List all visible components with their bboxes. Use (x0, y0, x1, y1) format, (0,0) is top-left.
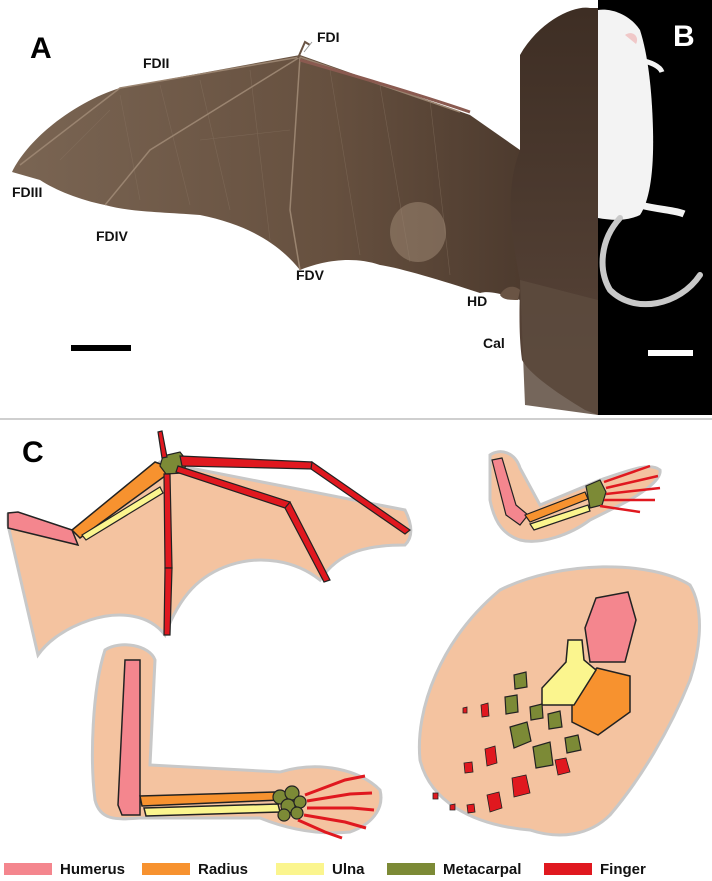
mouse-large-fingers (297, 774, 375, 840)
mouse-forelimb-small (488, 450, 662, 543)
panel-b-letter: B (673, 20, 695, 53)
thumb-claw (297, 40, 311, 59)
legend-item-finger: Finger (544, 858, 646, 880)
mouse-small-fingers (599, 464, 661, 514)
bat-wing-membrane (12, 55, 545, 300)
membrane-texture (59, 69, 451, 276)
closeup-metacarpals (504, 671, 582, 769)
bat-humerus (7, 511, 80, 547)
mouse-tail (599, 215, 703, 308)
legend-item-ulna: Ulna (276, 858, 365, 880)
panel-c-letter: C (22, 436, 44, 469)
carpal-closeup (417, 565, 701, 837)
mouse-foreleg (639, 57, 665, 74)
mouse-body (598, 9, 654, 220)
legend-label-finger: Finger (600, 860, 646, 878)
mouse-small-carpals (585, 479, 607, 509)
forearm-vein (299, 58, 471, 114)
legend-item-metacarpal: Metacarpal (387, 858, 521, 880)
legend-swatch-ulna (276, 863, 324, 875)
bat-ulna (81, 486, 164, 541)
legend-swatch-radius (142, 863, 190, 875)
panel-a: A FDI FDII FDIII FDIV FDV HD Cal (12, 7, 598, 415)
closeup-ulna (541, 639, 597, 706)
mouse-small-ulna (529, 504, 591, 531)
legend-label-ulna: Ulna (332, 860, 365, 878)
bat-hindlimb (520, 280, 598, 415)
legend-item-humerus: Humerus (4, 858, 125, 880)
panel-a-letter: A (30, 32, 52, 65)
scale-bar-a (71, 345, 131, 351)
label-fdv: FDV (296, 267, 325, 283)
label-hd: HD (467, 293, 487, 309)
label-fdi: FDI (317, 29, 340, 45)
hind-foot (500, 286, 520, 300)
legend-item-radius: Radius (142, 858, 248, 880)
mouse-ear (625, 33, 638, 44)
mouse-hindleg (639, 201, 686, 218)
figure-canvas: A FDI FDII FDIII FDIV FDV HD Cal B C (0, 0, 712, 840)
panel-c: C (6, 430, 701, 840)
label-fdiv: FDIV (96, 228, 129, 244)
bat-finger-bones (157, 430, 412, 636)
bat-wing-schematic (6, 430, 413, 659)
label-fdiii: FDIII (12, 184, 42, 200)
legend-label-radius: Radius (198, 860, 249, 878)
legend-swatch-metacarpal (387, 863, 435, 875)
mouse-forelimb-large (90, 643, 383, 840)
legend-swatch-humerus (4, 863, 52, 875)
mouse-forelimb-large-skin (90, 643, 383, 835)
label-fdii: FDII (143, 55, 169, 71)
closeup-finger-bones (432, 702, 571, 814)
legend: Humerus Radius Ulna Metacarpal Finger (0, 858, 712, 880)
scale-bar-b (648, 350, 693, 356)
legend-label-humerus: Humerus (60, 860, 126, 878)
panel-b: B (598, 0, 712, 415)
label-cal: Cal (483, 335, 505, 351)
membrane-patch (390, 202, 446, 262)
closeup-humerus (584, 591, 637, 663)
fdi-leader (303, 41, 313, 53)
mouse-large-humerus (117, 659, 141, 816)
legend-swatch-finger (544, 863, 592, 875)
mouse-large-carpals (272, 785, 307, 822)
legend-label-metacarpal: Metacarpal (443, 860, 522, 878)
